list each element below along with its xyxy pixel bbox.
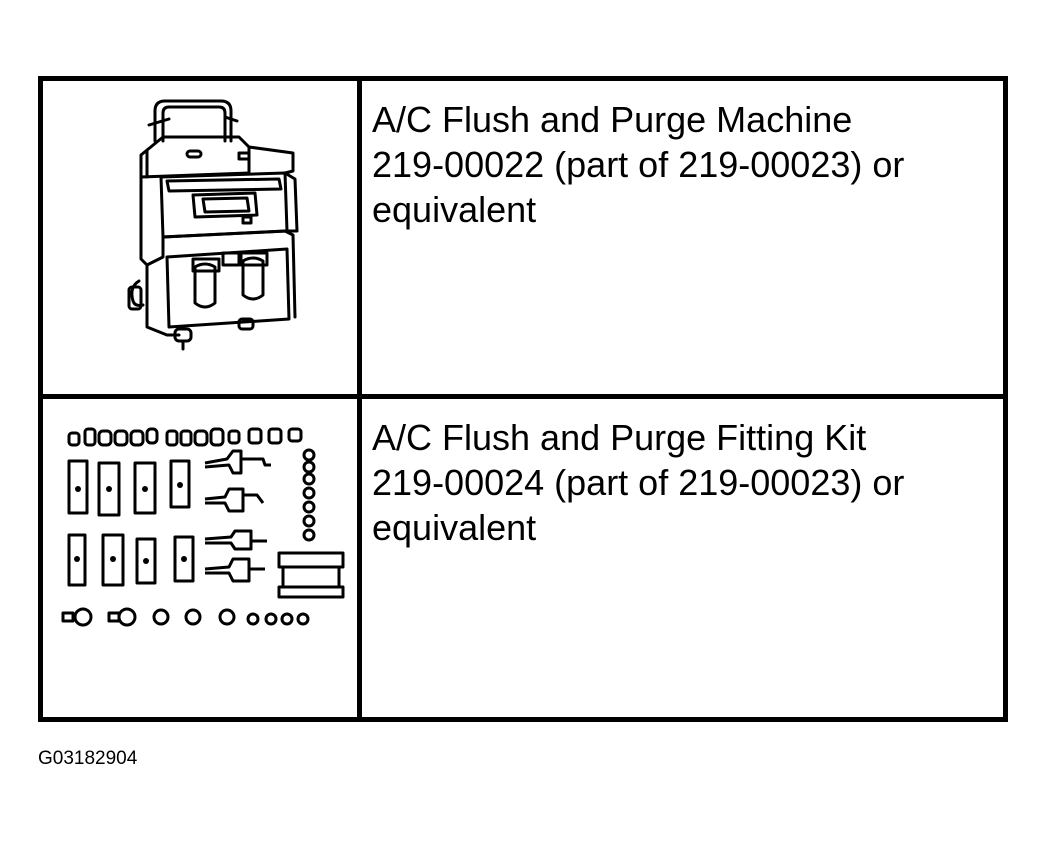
tool-part-number: 219-00024 (part of 219-00023) or — [372, 462, 905, 503]
special-tools-table: A/C Flush and Purge Machine 219-00022 (p… — [38, 76, 1008, 722]
flush-purge-machine-description: A/C Flush and Purge Machine 219-00022 (p… — [362, 81, 1003, 399]
tool-name: A/C Flush and Purge Machine — [372, 99, 853, 140]
tool-equivalent-note: equivalent — [372, 189, 537, 230]
fitting-kit-image-cell — [43, 399, 362, 717]
fitting-kit-description: A/C Flush and Purge Fitting Kit 219-0002… — [362, 399, 1003, 717]
flush-purge-machine-image-cell — [43, 81, 362, 399]
figure-id: G03182904 — [38, 748, 138, 769]
flush-purge-machine-icon — [127, 99, 299, 351]
tool-part-number: 219-00022 (part of 219-00023) or — [372, 144, 905, 185]
tool-name: A/C Flush and Purge Fitting Kit — [372, 417, 867, 458]
fitting-kit-icon — [61, 427, 345, 627]
tool-equivalent-note: equivalent — [372, 507, 537, 548]
cap-row — [67, 427, 303, 447]
